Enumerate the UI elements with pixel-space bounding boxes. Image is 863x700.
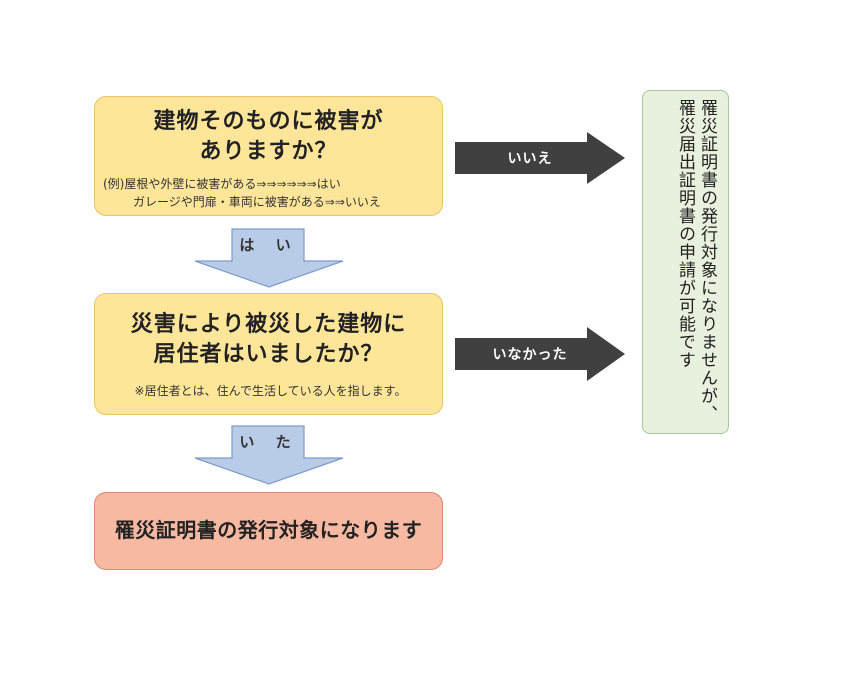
result-box: 罹災証明書の発行対象になります [94, 492, 443, 570]
side-note-text: 罹災証明書の発行対象になりませんが、 罹災届出証明書の申請が可能です [674, 99, 718, 427]
no-arrow: いいえ [455, 132, 625, 184]
question-1-title-line1: 建物そのものに被害が [153, 109, 384, 134]
question-2-note: ※居住者とは、住んで生活している人を指します。 [134, 384, 407, 398]
question-1-example-line1: (例)屋根や外壁に被害がある⇒⇒⇒⇒⇒⇒はい [103, 177, 341, 191]
no-arrow-shape [455, 132, 625, 184]
yes-arrow-label: は い [239, 236, 299, 254]
question-1-example-line2: ガレージや門扉・車両に被害がある⇒⇒いいえ [133, 195, 381, 209]
question-2-title-line2: 居住者はいましたか？ [153, 342, 384, 367]
resided-arrow-shape [194, 425, 344, 485]
side-note-line2: 罹災届出証明書の申請が可能です [675, 99, 695, 369]
question-1-example: (例)屋根や外壁に被害がある⇒⇒⇒⇒⇒⇒はい ガレージや門扉・車両に被害がある⇒… [103, 175, 438, 211]
resided-arrow: い た [194, 425, 344, 485]
question-1-title-line2: ありますか？ [199, 139, 338, 164]
result-label: 罹災証明書の発行対象になります [114, 518, 423, 542]
side-note-box: 罹災証明書の発行対象になりませんが、 罹災届出証明書の申請が可能です [642, 90, 729, 434]
absent-arrow-shape [455, 327, 625, 381]
yes-arrow-shape [194, 228, 344, 288]
yes-arrow: は い [194, 228, 344, 288]
question-2-box: 災害により被災した建物に 居住者はいましたか？ ※居住者とは、住んで生活している… [94, 293, 443, 415]
question-1-title: 建物そのものに被害が ありますか？ [95, 107, 442, 167]
absent-arrow: いなかった [455, 327, 625, 381]
side-note-line1: 罹災証明書の発行対象になりませんが、 [697, 99, 717, 423]
question-2-title: 災害により被災した建物に 居住者はいましたか？ [95, 310, 442, 370]
absent-arrow-label: いなかった [492, 347, 568, 363]
resided-arrow-label: い た [239, 433, 299, 451]
question-1-box: 建物そのものに被害が ありますか？ (例)屋根や外壁に被害がある⇒⇒⇒⇒⇒⇒はい… [94, 96, 443, 216]
question-2-title-line1: 災害により被災した建物に [130, 312, 407, 337]
no-arrow-label: いいえ [507, 151, 553, 167]
